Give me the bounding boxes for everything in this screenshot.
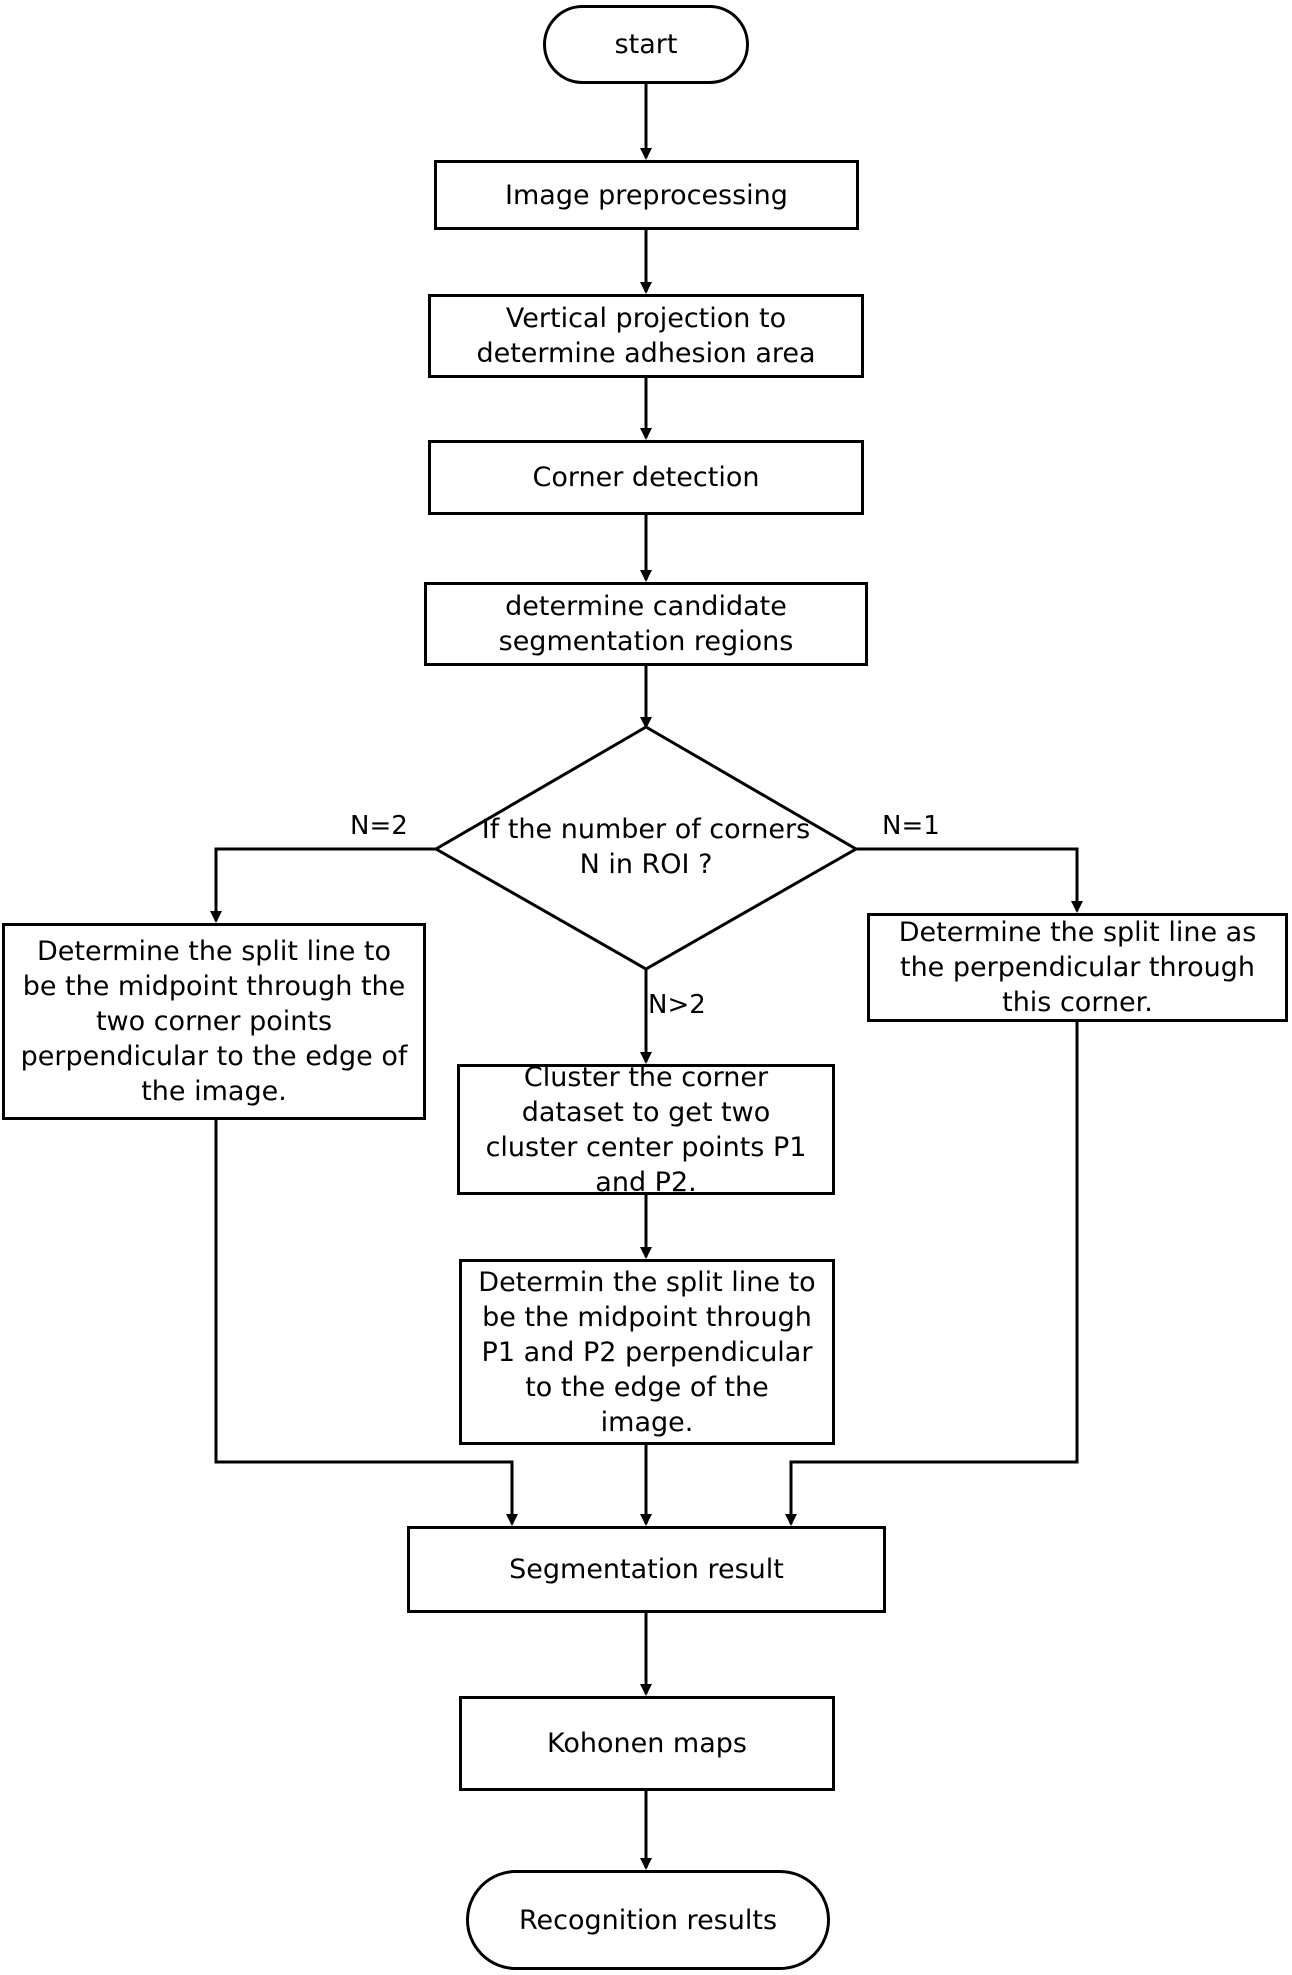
label-n-equals-2: N=2 [350,811,408,841]
corner-detection-box: Corner detection [428,440,864,515]
segmentation-result-box: Segmentation result [407,1526,886,1613]
image-preprocessing-box: Image preprocessing [434,160,859,230]
vertical-projection-box: Vertical projection to determine adhesio… [428,294,864,378]
decision-question: If the number of corners N in ROI ? [481,814,811,880]
midpoint-split-line-box: Determin the split line to be the midpoi… [459,1259,835,1445]
kohonen-maps-box: Kohonen maps [459,1696,835,1791]
label-n-equals-1: N=1 [882,811,940,841]
arrow-left-to-segmentation [214,1120,518,1526]
left-split-line-box: Determine the split line to be the midpo… [2,923,426,1120]
arrow-right-to-segmentation [785,1022,1079,1526]
arrow-decision-to-left [210,847,436,923]
decision-diamond [432,725,860,971]
start-node: start [543,5,749,84]
candidate-regions-box: determine candidate segmentation regions [424,582,868,666]
recognition-results-node: Recognition results [466,1870,830,1970]
label-n-greater-2: N>2 [648,990,706,1020]
cluster-corners-box: Cluster the corner dataset to get two cl… [457,1062,835,1198]
right-split-line-box: Determine the split line as the perpendi… [867,913,1288,1022]
arrow-decision-to-right [856,847,1083,913]
